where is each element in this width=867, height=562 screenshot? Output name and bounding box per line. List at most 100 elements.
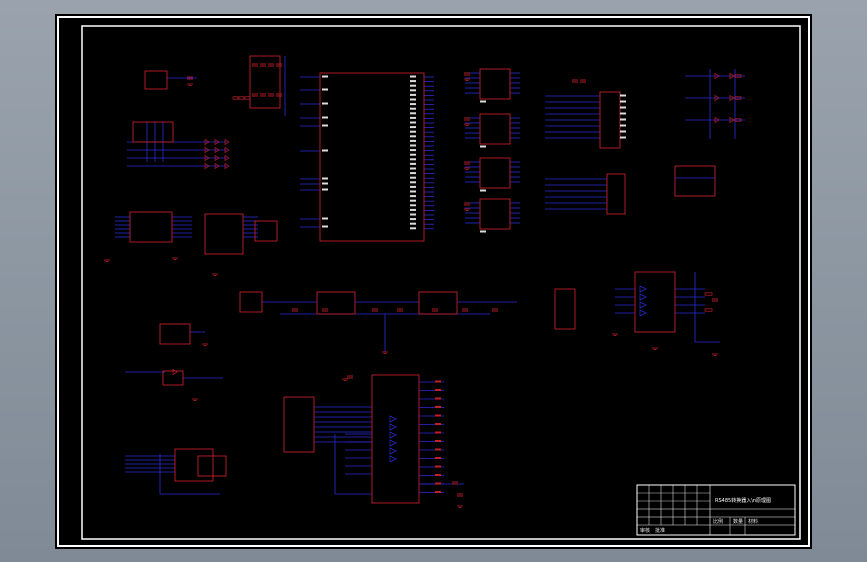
diode	[224, 146, 230, 154]
net-label-mark	[410, 185, 416, 188]
ic-chip	[159, 323, 191, 345]
resistor	[704, 292, 713, 296]
net-label-mark	[620, 106, 626, 109]
net-label-mark	[435, 448, 441, 451]
net-label-mark	[410, 162, 416, 165]
net-label-mark	[480, 230, 486, 233]
diode	[714, 72, 720, 80]
net-label-mark	[322, 124, 328, 127]
net-label-mark	[410, 153, 416, 156]
net-label-mark	[435, 380, 441, 383]
net-label-mark	[435, 423, 441, 425]
regulator-2	[418, 291, 458, 315]
net-label-mark	[620, 112, 626, 115]
title-cell-qty: 数量	[733, 518, 743, 525]
net-label-mark	[410, 167, 416, 170]
net-label-mark	[435, 440, 441, 442]
resistor	[238, 96, 245, 100]
title-cell-scale: 比例	[713, 518, 723, 525]
buffer-gate	[639, 293, 647, 301]
net-label-mark	[410, 144, 416, 147]
net-label-mark	[410, 158, 416, 161]
power-connector	[144, 70, 168, 90]
net-label-mark	[410, 75, 416, 78]
net-label-mark	[410, 116, 416, 119]
crystal-block	[249, 55, 281, 109]
net-label-mark	[435, 389, 441, 391]
db9-connector	[283, 396, 315, 453]
net-label-mark	[410, 121, 416, 124]
net-label-mark	[620, 136, 626, 139]
net-label-mark	[480, 100, 486, 103]
net-label-mark	[410, 195, 416, 198]
net-label-mark	[410, 139, 416, 142]
resistor	[734, 96, 742, 100]
diode	[224, 154, 230, 162]
memory-chip	[479, 113, 511, 145]
net-label-mark	[322, 102, 328, 105]
net-label-mark	[410, 103, 416, 106]
ic-chip	[174, 448, 214, 482]
net-label-mark	[435, 474, 441, 476]
net-label-mark	[410, 130, 416, 133]
diode	[204, 162, 210, 170]
net-label-mark	[322, 88, 328, 91]
diode	[729, 94, 735, 102]
resistor	[232, 96, 239, 100]
net-label-mark	[410, 93, 416, 96]
resistor	[734, 74, 742, 78]
diode	[714, 116, 720, 124]
buffer-gate	[639, 285, 647, 293]
diode	[204, 154, 210, 162]
diode	[172, 368, 178, 376]
diode	[714, 94, 720, 102]
diode	[214, 146, 220, 154]
diode	[224, 138, 230, 146]
net-label-mark	[322, 225, 328, 228]
regulator-1	[316, 291, 356, 315]
transceiver-chip	[371, 374, 420, 504]
net-label-mark	[410, 172, 416, 175]
diode	[214, 162, 220, 170]
resistor	[244, 96, 251, 100]
net-label-mark	[410, 204, 416, 207]
net-label-mark	[322, 217, 328, 220]
regulator-connector	[239, 291, 263, 313]
net-label-mark	[322, 177, 328, 180]
net-label-mark	[435, 406, 441, 408]
ic-chip	[254, 220, 278, 242]
net-label-mark	[620, 130, 626, 133]
net-label-mark	[435, 457, 441, 459]
connector-block	[606, 173, 626, 215]
net-label-mark	[435, 465, 441, 468]
net-label-mark	[435, 397, 441, 400]
net-label-mark	[410, 213, 416, 216]
diode	[224, 162, 230, 170]
outer-frame	[57, 16, 810, 547]
net-label-mark	[410, 80, 416, 83]
net-label-mark	[435, 482, 441, 485]
drawing-sheet: RS485转换器入\n原理图 审核 批准 比例 数量 材料	[55, 14, 812, 549]
buffer-gate	[389, 455, 397, 463]
net-label-mark	[435, 414, 441, 417]
buffer-gate	[389, 439, 397, 447]
net-label-mark	[435, 431, 441, 434]
connector-block	[599, 91, 621, 149]
net-label-mark	[435, 491, 441, 493]
net-label-mark	[410, 222, 416, 225]
title-row-review: 审核	[640, 527, 650, 534]
net-label-mark	[410, 176, 416, 179]
memory-chip	[479, 68, 511, 100]
ic-chip	[204, 213, 244, 255]
net-label-mark	[410, 199, 416, 202]
net-label-mark	[410, 89, 416, 92]
net-label-mark	[322, 188, 328, 191]
net-label-mark	[410, 149, 416, 152]
drawing-title: RS485转换器入\n原理图	[715, 497, 771, 504]
net-label-mark	[410, 98, 416, 101]
diode	[214, 138, 220, 146]
net-label-mark	[322, 149, 328, 152]
title-row-approve: 批准	[655, 527, 665, 534]
net-label-mark	[410, 227, 416, 230]
